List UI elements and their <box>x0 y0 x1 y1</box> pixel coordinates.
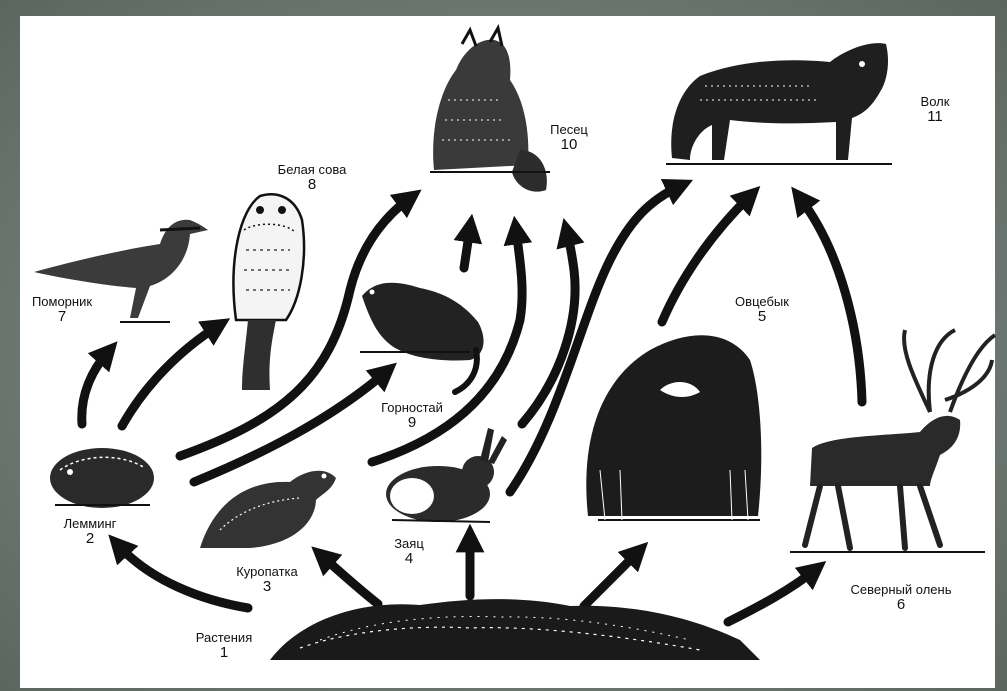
ptarmigan-illustration <box>200 471 336 548</box>
skua-name: Поморник <box>32 294 92 309</box>
reindeer-illustration <box>790 330 995 552</box>
label-muskox: Овцебык 5 <box>722 294 802 324</box>
owl-name: Белая сова <box>278 162 347 177</box>
arrow-plants-ptarmigan <box>322 556 378 604</box>
label-wolf: Волк 11 <box>910 94 960 124</box>
plants-illustration <box>270 599 760 660</box>
stoat-number: 9 <box>362 415 462 430</box>
ptarmigan-number: 3 <box>222 579 312 594</box>
lemming-number: 2 <box>50 531 130 546</box>
owl-number: 8 <box>262 177 362 192</box>
arrow-plants-muskox <box>584 552 638 606</box>
arrow-reindeer-wolf <box>800 198 862 402</box>
arrow-hare-fox <box>522 232 575 424</box>
label-lemming: Лемминг 2 <box>50 516 130 546</box>
label-ptarmigan: Куропатка 3 <box>222 564 312 594</box>
hare-name: Заяц <box>394 536 424 551</box>
label-skua: Поморник 7 <box>22 294 102 324</box>
arrow-lemming-skua <box>82 352 108 424</box>
arctic-fox-illustration <box>430 28 550 192</box>
reindeer-number: 6 <box>826 597 976 612</box>
hare-illustration <box>386 428 507 522</box>
hare-number: 4 <box>384 551 434 566</box>
plants-number: 1 <box>184 645 264 660</box>
arrow-lemming-stoat <box>194 372 386 482</box>
label-reindeer: Северный олень 6 <box>826 582 976 612</box>
snowy-owl-illustration <box>233 194 304 390</box>
wolf-number: 11 <box>910 109 960 124</box>
plants-name: Растения <box>196 630 253 645</box>
lemming-name: Лемминг <box>64 516 117 531</box>
stoat-name: Горностай <box>381 400 443 415</box>
ptarmigan-name: Куропатка <box>236 564 298 579</box>
muskox-number: 5 <box>722 309 802 324</box>
arrow-stoat-fox <box>464 228 470 268</box>
wolf-illustration <box>666 43 892 164</box>
fox-number: 10 <box>534 137 604 152</box>
label-hare: Заяц 4 <box>384 536 434 566</box>
label-stoat: Горностай 9 <box>362 400 462 430</box>
label-fox: Песец 10 <box>534 122 604 152</box>
lemming-illustration <box>50 448 154 508</box>
label-plants: Растения 1 <box>184 630 264 660</box>
muskox-name: Овцебык <box>735 294 789 309</box>
arrow-lemming-owl <box>122 326 218 426</box>
label-owl: Белая сова 8 <box>262 162 362 192</box>
reindeer-name: Северный олень <box>851 582 952 597</box>
muskox-illustration <box>586 335 761 520</box>
skua-number: 7 <box>22 309 102 324</box>
arrow-plants-reindeer <box>728 570 815 622</box>
fox-name: Песец <box>550 122 588 137</box>
wolf-name: Волк <box>921 94 950 109</box>
